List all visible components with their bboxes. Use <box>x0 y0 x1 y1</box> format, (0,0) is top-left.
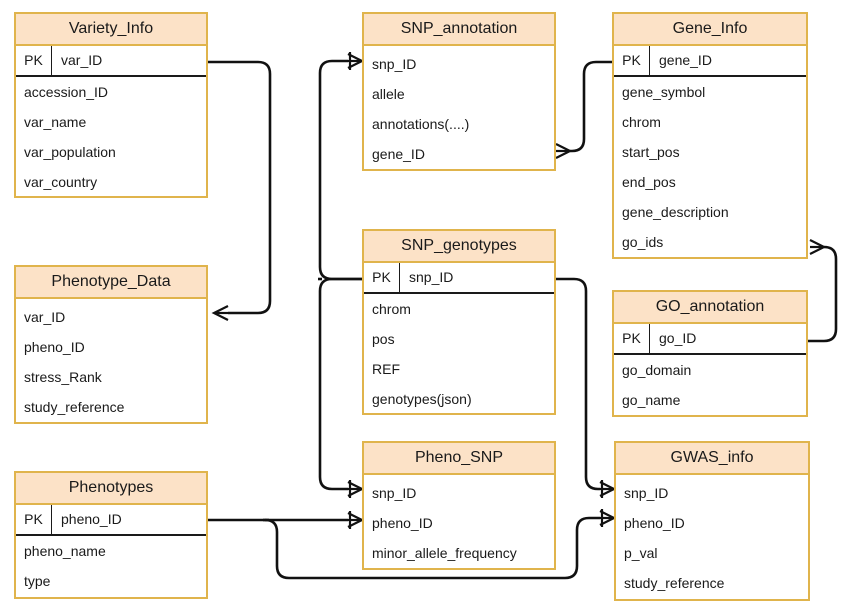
pk-tag: PK <box>16 505 52 534</box>
field: chrom <box>622 114 661 130</box>
field-list: go_domain go_name <box>614 355 806 415</box>
entity-title: SNP_annotation <box>364 14 554 46</box>
pk-tag: PK <box>614 46 650 75</box>
entity-title: GO_annotation <box>614 292 806 324</box>
crowsfoot-gwas-info-pheno-id <box>599 509 617 527</box>
field: gene_symbol <box>622 84 706 100</box>
primary-key-row: PK var_ID <box>16 46 206 77</box>
connector-phenotypes-to-pheno-snp <box>208 511 365 529</box>
field: var_country <box>24 174 98 190</box>
field: pheno_ID <box>624 515 685 531</box>
pk-field-name: pheno_ID <box>61 511 122 527</box>
entity-title: Phenotypes <box>16 473 206 505</box>
entity-phenotypes[interactable]: Phenotypes PK pheno_ID pheno_name type <box>14 471 208 599</box>
field: start_pos <box>622 144 680 160</box>
field: var_name <box>24 114 87 130</box>
connector-variety-info-to-phenotype-data <box>208 60 272 321</box>
field: gene_ID <box>372 146 425 162</box>
connector-junctions <box>263 277 322 522</box>
field: snp_ID <box>372 485 417 501</box>
crowsfoot-pheno-snp-snp-id <box>347 480 365 498</box>
field: study_reference <box>24 399 125 415</box>
field-list: snp_ID pheno_ID minor_allele_frequency <box>364 475 554 568</box>
field: study_reference <box>624 575 725 591</box>
crowsfoot-phenotype-data-var-id <box>211 305 229 321</box>
connector-snp-genotypes-to-pheno-snp <box>318 277 365 498</box>
crowsfoot-pheno-snp-pheno-id <box>347 511 365 529</box>
entity-title: Phenotype_Data <box>16 267 206 299</box>
field: var_ID <box>24 309 66 325</box>
crowsfoot-snp-annotation-snp-id <box>347 52 365 70</box>
pk-field-name: var_ID <box>61 52 103 68</box>
field: accession_ID <box>24 84 109 100</box>
field: var_population <box>24 144 116 160</box>
entity-title: GWAS_info <box>616 443 808 475</box>
field: gene_description <box>622 204 729 220</box>
crowsfoot-snp-annotation-gene-id <box>555 143 573 159</box>
pk-field-name: snp_ID <box>409 269 454 285</box>
field-list: gene_symbol chrom start_pos end_pos gene… <box>614 77 806 257</box>
entity-go-annotation[interactable]: GO_annotation PK go_ID go_domain go_name <box>612 290 808 417</box>
connector-snp-genotypes-to-snp-annotation <box>318 52 365 281</box>
field: annotations(....) <box>372 116 470 132</box>
field: go_ids <box>622 234 664 250</box>
entity-snp-genotypes[interactable]: SNP_genotypes PK snp_ID chrom pos REF ge… <box>362 229 556 415</box>
field: REF <box>372 361 400 377</box>
crowsfoot-gwas-info-snp-id <box>599 480 617 498</box>
entity-phenotype-data[interactable]: Phenotype_Data var_ID pheno_ID stress_Ra… <box>14 265 208 424</box>
field: end_pos <box>622 174 676 190</box>
entity-title: Pheno_SNP <box>364 443 554 475</box>
primary-key-row: PK gene_ID <box>614 46 806 77</box>
connector-snp-annotation-to-gene-info <box>555 60 612 159</box>
field: p_val <box>624 545 658 561</box>
field: go_name <box>622 392 681 408</box>
field: allele <box>372 86 405 102</box>
entity-title: Variety_Info <box>16 14 206 46</box>
connector-gene-info-to-go-annotation <box>808 239 838 343</box>
field: genotypes(json) <box>372 391 472 407</box>
field-list: accession_ID var_name var_population var… <box>16 77 206 197</box>
field: pheno_ID <box>372 515 433 531</box>
entity-pheno-snp[interactable]: Pheno_SNP snp_ID pheno_ID minor_allele_f… <box>362 441 556 570</box>
pk-field-name: go_ID <box>659 330 697 346</box>
field: pheno_name <box>24 543 106 559</box>
connector-snp-genotypes-to-gwas-info <box>556 277 617 498</box>
primary-key-row: PK pheno_ID <box>16 505 206 536</box>
entity-title: Gene_Info <box>614 14 806 46</box>
field: stress_Rank <box>24 369 102 385</box>
entity-snp-annotation[interactable]: SNP_annotation snp_ID allele annotations… <box>362 12 556 171</box>
field: minor_allele_frequency <box>372 545 517 561</box>
entity-gwas-info[interactable]: GWAS_info snp_ID pheno_ID p_val study_re… <box>614 441 810 601</box>
entity-gene-info[interactable]: Gene_Info PK gene_ID gene_symbol chrom s… <box>612 12 808 259</box>
field: pheno_ID <box>24 339 85 355</box>
field: snp_ID <box>624 485 669 501</box>
field: chrom <box>372 301 411 317</box>
pk-tag: PK <box>364 263 400 292</box>
field: snp_ID <box>372 56 417 72</box>
entity-variety-info[interactable]: Variety_Info PK var_ID accession_ID var_… <box>14 12 208 198</box>
field-list: chrom pos REF genotypes(json) <box>364 294 554 414</box>
field-list: pheno_name type <box>16 536 206 596</box>
field-list: snp_ID pheno_ID p_val study_reference <box>616 475 808 598</box>
field: type <box>24 573 51 589</box>
pk-tag: PK <box>614 324 650 353</box>
field: go_domain <box>622 362 692 378</box>
field: pos <box>372 331 395 347</box>
entity-title: SNP_genotypes <box>364 231 554 263</box>
field-list: snp_ID allele annotations(....) gene_ID <box>364 46 554 169</box>
primary-key-row: PK snp_ID <box>364 263 554 294</box>
pk-field-name: gene_ID <box>659 52 712 68</box>
field-list: var_ID pheno_ID stress_Rank study_refere… <box>16 299 206 422</box>
primary-key-row: PK go_ID <box>614 324 806 355</box>
pk-tag: PK <box>16 46 52 75</box>
crowsfoot-gene-info-go-ids <box>809 239 827 255</box>
